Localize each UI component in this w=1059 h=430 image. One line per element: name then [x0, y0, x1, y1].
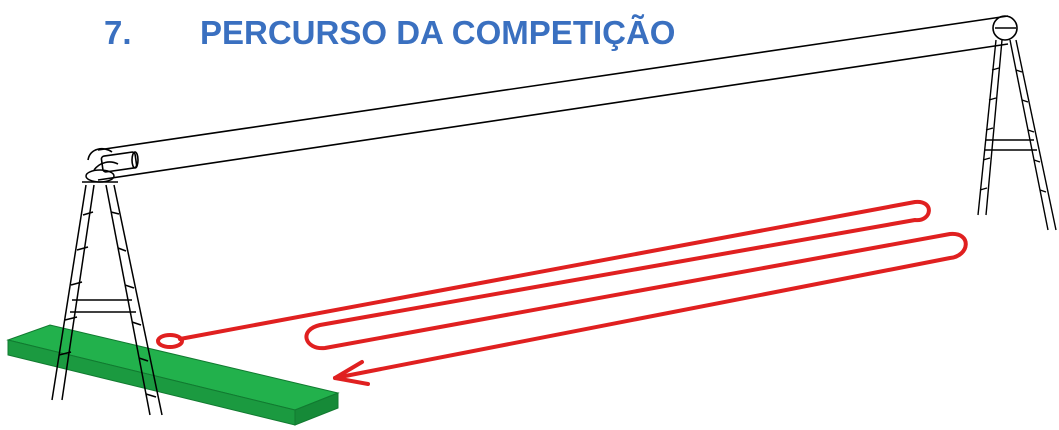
overhead-pipe [87, 15, 1018, 181]
section-title: PERCURSO DA COMPETIÇÃO [200, 14, 676, 51]
competition-route [156, 199, 968, 386]
left-ladder-tower [51, 169, 163, 416]
green-start-base [6, 324, 340, 426]
section-number: 7. [104, 14, 132, 51]
section-heading: 7. PERCURSO DA COMPETIÇÃO [104, 14, 675, 52]
right-ladder-tower [977, 39, 1057, 231]
